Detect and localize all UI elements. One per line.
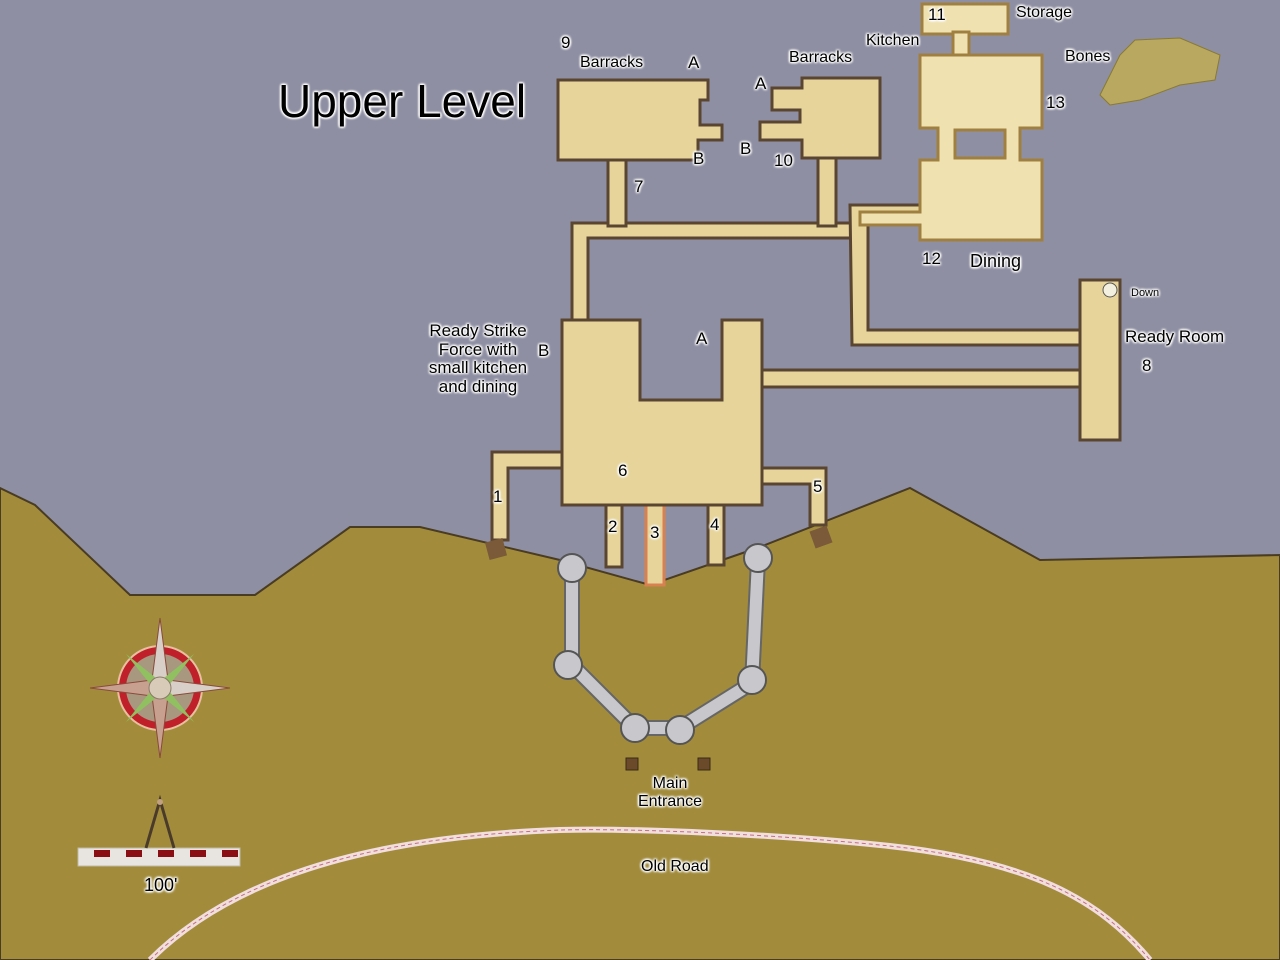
scale-bar-icon [77, 794, 241, 867]
room-6-name: Ready Strike Force with small kitchen an… [428, 321, 528, 397]
room-8-number: 8 [1142, 356, 1152, 375]
corridor-5-number: 5 [813, 477, 823, 496]
corridor-4-number: 4 [710, 515, 720, 534]
scale-label: 100' [144, 875, 178, 895]
bones-label: Bones [1065, 48, 1111, 65]
corridor-2-number: 2 [608, 517, 618, 536]
room-9-name: Barracks [580, 54, 644, 71]
room-6-door-a: A [696, 329, 708, 348]
map-title: Upper Level [278, 75, 527, 127]
room-10-number: 10 [774, 151, 793, 170]
room-9-number: 9 [561, 33, 571, 52]
room-6-door-b: B [538, 341, 550, 360]
room-12-number: 12 [922, 249, 941, 268]
corridor-3-number: 3 [650, 523, 660, 542]
compass-rose-icon [89, 617, 231, 759]
room-11-name: Storage [1016, 4, 1073, 21]
room-8-name: Ready Room [1125, 327, 1225, 346]
kitchen-label: Kitchen [866, 32, 920, 49]
room-9-door-b: B [693, 149, 705, 168]
room-10-door-a: A [755, 74, 767, 93]
room-11-number: 11 [928, 5, 946, 24]
old-road-label: Old Road [641, 858, 709, 875]
room-6-number: 6 [618, 461, 628, 480]
room-7-number: 7 [634, 177, 644, 196]
room-12-name: Dining [970, 251, 1022, 271]
corridor-1-number: 1 [493, 487, 503, 506]
stairs-down-label: Down [1131, 287, 1160, 299]
room-13-number: 13 [1046, 93, 1065, 112]
main-entrance-label: Main Entrance [637, 775, 703, 810]
room-10-name: Barracks [789, 49, 853, 66]
room-9-door-a: A [688, 53, 700, 72]
room-10-door-b: B [740, 139, 752, 158]
